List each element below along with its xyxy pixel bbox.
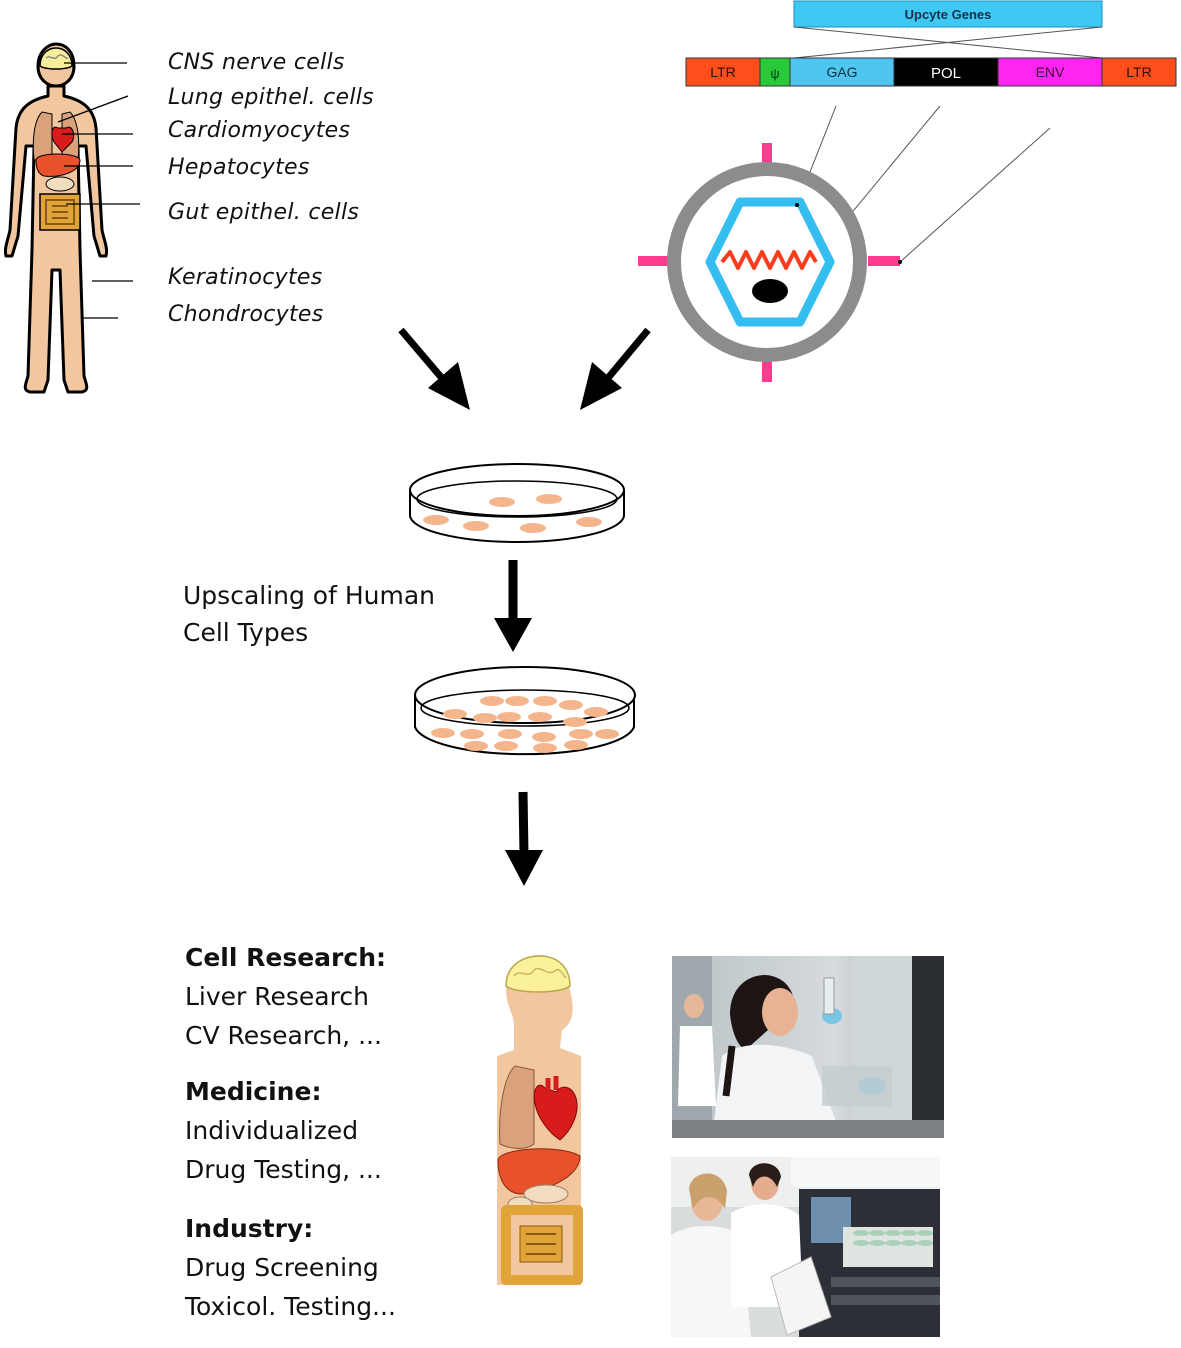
cell [564, 740, 588, 750]
cell [569, 729, 593, 739]
cell-type-pointer-lines [57, 62, 140, 319]
cell [480, 696, 504, 706]
lab-photo-cell-culture [672, 956, 944, 1138]
segment-ltr-right [1101, 57, 1177, 87]
svg-text:ENV: ENV [1036, 64, 1065, 80]
arrow-to-applications [505, 791, 543, 886]
cell [460, 729, 484, 739]
cell-type-cardio: Cardiomyocytes [168, 118, 351, 143]
cell [532, 732, 556, 742]
application-line: Liver Research [185, 982, 369, 1011]
cell-type-chondro: Chondrocytes [168, 302, 324, 327]
cell [595, 729, 619, 739]
cell [431, 728, 455, 738]
arrow-from-virus [580, 327, 651, 410]
svg-text:GAG: GAG [826, 64, 857, 80]
cell [520, 523, 546, 533]
cell [559, 700, 583, 710]
application-heading: Medicine: [185, 1077, 322, 1106]
cell-type-kerat: Keratinocytes [168, 265, 323, 290]
application-heading: Cell Research: [185, 943, 387, 972]
human-body-figure [4, 42, 108, 394]
cell [473, 713, 497, 723]
torso-organs-figure [497, 955, 583, 1285]
cell [536, 494, 562, 504]
arrow-from-cells [398, 327, 470, 410]
cell-type-lung: Lung epithel. cells [168, 85, 374, 110]
segment-pol [893, 57, 999, 87]
upcyte-genes-label: Upcyte Genes [905, 7, 992, 22]
cell-type-hepato: Hepatocytes [168, 155, 310, 180]
cell [528, 712, 552, 722]
lab-photo-screening [671, 1157, 940, 1337]
petri-dish-initial [409, 463, 625, 543]
application-line: Toxicol. Testing... [185, 1292, 396, 1321]
cell [443, 709, 467, 719]
svg-text:POL: POL [931, 65, 961, 82]
cell [494, 741, 518, 751]
retroviral-vector-construct: Upcyte Genes LTR ψ GAG POL ENV LTR [685, 0, 1177, 87]
segment-env [997, 57, 1103, 87]
svg-text:ψ: ψ [770, 66, 779, 81]
petri-dish-expanded [414, 666, 636, 756]
application-medicine: Medicine: Individualized Drug Testing, .… [185, 1072, 382, 1189]
cell [576, 517, 602, 527]
cell [464, 741, 488, 751]
application-industry: Industry: Drug Screening Toxicol. Testin… [185, 1209, 396, 1326]
application-line: CV Research, ... [185, 1021, 382, 1050]
cell-type-gut: Gut epithel. cells [168, 200, 360, 225]
svg-text:LTR: LTR [710, 64, 735, 80]
cell [533, 696, 557, 706]
application-heading: Industry: [185, 1214, 314, 1243]
cell [505, 696, 529, 706]
upcyte-genes-box [793, 0, 1103, 28]
cell [497, 712, 521, 722]
upscaling-label: Upscaling of Human Cell Types [183, 581, 436, 647]
arrow-upscaling [494, 560, 532, 652]
cell [463, 521, 489, 531]
cell-type-cns: CNS nerve cells [168, 50, 345, 75]
cell [563, 717, 587, 727]
application-line: Individualized [185, 1116, 359, 1145]
cell [533, 743, 557, 753]
cell [489, 497, 515, 507]
application-line: Drug Screening [185, 1253, 379, 1282]
svg-text:LTR: LTR [1126, 64, 1151, 80]
cell [584, 707, 608, 717]
cell [498, 729, 522, 739]
retrovirus-particle [638, 105, 1051, 382]
flow-arrows [398, 327, 651, 886]
application-cell-research: Cell Research: Liver Research CV Researc… [185, 938, 386, 1055]
application-line: Drug Testing, ... [185, 1155, 382, 1184]
cell [423, 515, 449, 525]
